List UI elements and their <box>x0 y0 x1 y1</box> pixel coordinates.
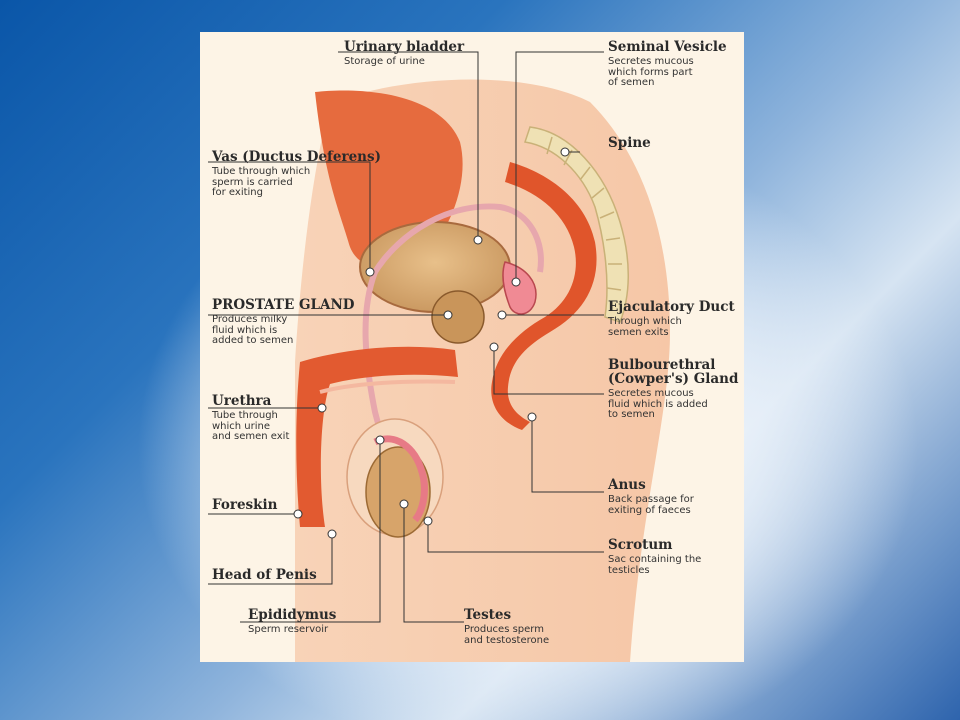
bulbourethral-desc: Secretes mucous fluid which is added to … <box>608 388 708 421</box>
scrotum-desc: Sac containing the testicles <box>608 554 702 576</box>
penis-shaft <box>296 346 458 527</box>
prostate-shape <box>431 290 485 344</box>
rectum <box>491 162 597 430</box>
label-scrotum: Scrotum Sac containing the testicles <box>608 538 701 576</box>
anus-title: Anus <box>608 477 646 493</box>
seminal-vesicle-title: Seminal Vesicle <box>608 39 727 55</box>
prostate-desc: Produces milky fluid which is added to s… <box>212 314 294 347</box>
foreskin-title: Foreskin <box>212 497 278 513</box>
anatomy-diagram-panel: Urinary bladder Storage of urine Seminal… <box>200 32 744 662</box>
label-epididymus: Epididymus Sperm reservoir <box>248 608 336 636</box>
leader-lines <box>208 51 604 623</box>
prostate-title: PROSTATE GLAND <box>212 297 355 313</box>
epididymis-shape <box>373 435 428 523</box>
label-foreskin: Foreskin <box>212 498 277 512</box>
label-testes: Testes Produces sperm and testosterone <box>464 608 549 646</box>
leader-dots <box>293 147 570 539</box>
anus-desc: Back passage for exiting of faeces <box>608 494 694 516</box>
urethra-desc: Tube through which urine and semen exit <box>212 410 290 443</box>
seminal-vesicle-desc: Secretes mucous which forms part of seme… <box>608 56 694 89</box>
ejaculatory-duct-title: Ejaculatory Duct <box>608 299 735 315</box>
epididymus-desc: Sperm reservoir <box>248 624 329 636</box>
urinary-bladder-desc: Storage of urine <box>344 56 425 68</box>
seminal-vesicle-shape <box>502 261 537 315</box>
label-vas-deferens: Vas (Ductus Deferens) Tube through which… <box>212 150 381 199</box>
label-urinary-bladder: Urinary bladder Storage of urine <box>344 40 464 68</box>
label-spine: Spine <box>608 136 651 150</box>
testis-shape <box>365 446 431 538</box>
label-anus: Anus Back passage for exiting of faeces <box>608 478 694 516</box>
anatomy-illustration <box>208 51 670 662</box>
spine-shape <box>524 126 629 323</box>
label-bulbourethral-gland: Bulbourethral (Cowper's) Gland Secretes … <box>608 358 738 421</box>
urinary-bladder-shape <box>359 221 511 313</box>
vas-deferens-desc: Tube through which sperm is carried for … <box>212 166 311 199</box>
head-of-penis-title: Head of Penis <box>212 567 317 583</box>
label-head-of-penis: Head of Penis <box>212 568 317 582</box>
vas-deferens-title: Vas (Ductus Deferens) <box>212 149 381 165</box>
label-prostate-gland: PROSTATE GLAND Produces milky fluid whic… <box>212 298 355 347</box>
urethra-title: Urethra <box>212 393 272 409</box>
label-urethra: Urethra Tube through which urine and sem… <box>212 394 289 443</box>
testes-title: Testes <box>464 607 512 623</box>
spine-title: Spine <box>608 135 651 151</box>
bulbourethral-title: Bulbourethral (Cowper's) Gland <box>608 357 739 388</box>
ejaculatory-duct-desc: Through which semen exits <box>608 316 682 338</box>
label-ejaculatory-duct: Ejaculatory Duct Through which semen exi… <box>608 300 735 338</box>
scrotum-title: Scrotum <box>608 537 673 553</box>
urethra-shape <box>319 379 456 394</box>
label-seminal-vesicle: Seminal Vesicle Secretes mucous which fo… <box>608 40 727 89</box>
epididymus-title: Epididymus <box>248 607 337 623</box>
testes-desc: Produces sperm and testosterone <box>464 624 550 646</box>
urinary-bladder-title: Urinary bladder <box>344 39 465 55</box>
